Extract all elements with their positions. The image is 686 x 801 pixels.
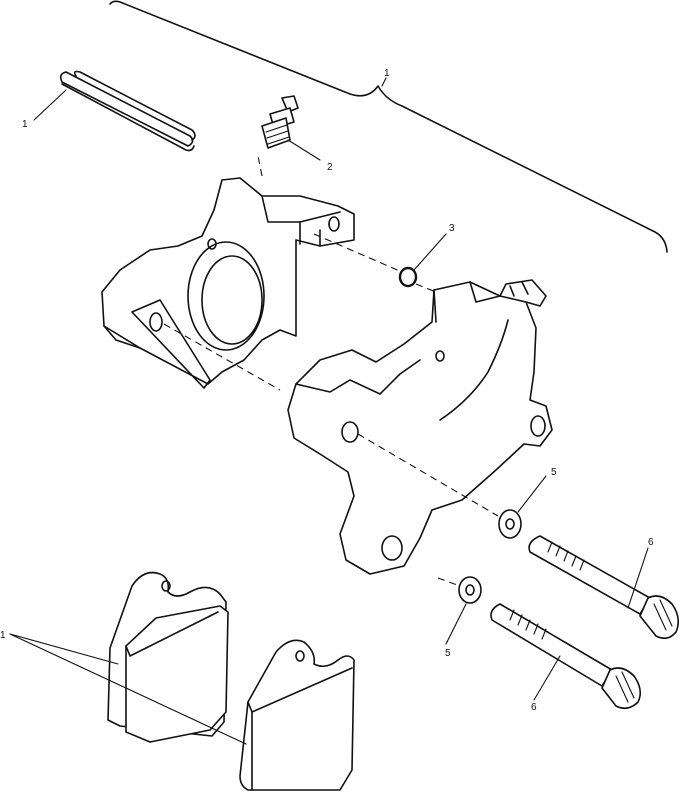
callout-brake-pads: 1 bbox=[0, 630, 6, 641]
caliper-bracket bbox=[101, 177, 355, 389]
callout-o-ring: 3 bbox=[449, 223, 455, 234]
callout-bleeder-valve: 2 bbox=[327, 162, 333, 173]
brake-pad-right bbox=[239, 639, 355, 791]
assembly-axes bbox=[163, 155, 499, 587]
pin-bolt-upper bbox=[528, 535, 680, 640]
washer-upper bbox=[498, 509, 522, 539]
caliper-body bbox=[287, 279, 553, 575]
callout-washer-upper: 5 bbox=[551, 467, 557, 478]
leader-lines bbox=[9, 77, 649, 745]
callout-pin-bolt-upper: 6 bbox=[648, 537, 654, 548]
retaining-clip bbox=[59, 70, 196, 152]
assembly-brace bbox=[109, 0, 668, 253]
pin-bolt-lower bbox=[490, 603, 642, 710]
o-ring bbox=[398, 266, 418, 288]
callout-pin-bolt-lower: 6 bbox=[531, 702, 537, 713]
callout-retaining-clip: 1 bbox=[22, 119, 28, 130]
bleeder-valve bbox=[261, 95, 299, 149]
callout-bracket-group: 1 bbox=[384, 68, 390, 79]
brake-pad-left bbox=[107, 571, 229, 743]
callout-washer-lower: 5 bbox=[445, 648, 451, 659]
washer-lower bbox=[458, 576, 482, 604]
